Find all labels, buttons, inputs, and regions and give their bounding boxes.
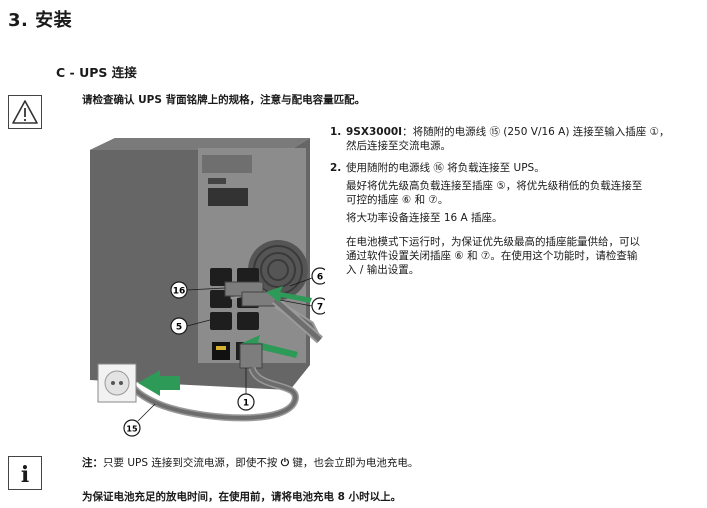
connection-steps: 1. 9SX3000I：将随附的电源线 ⑮ (250 V/16 A) 连接至输入… bbox=[330, 125, 700, 285]
subsection-title: C - UPS 连接 bbox=[56, 65, 137, 80]
svg-text:16: 16 bbox=[173, 287, 186, 297]
svg-text:5: 5 bbox=[176, 323, 182, 333]
info-icon-box: i bbox=[8, 456, 42, 490]
warning-triangle-icon bbox=[12, 100, 38, 124]
power-icon: ⏻ bbox=[280, 457, 290, 469]
callout-7: 7 bbox=[279, 297, 329, 315]
svg-text:6: 6 bbox=[317, 273, 323, 283]
callout-1: 1 bbox=[237, 368, 255, 411]
step-number: 2. bbox=[330, 162, 342, 174]
note-text: 注：只要 UPS 连接到交流电源，即使不按 ⏻ 键，也会立即为电池充电。 bbox=[82, 457, 419, 469]
warning-icon-box bbox=[8, 95, 42, 129]
input-socket bbox=[212, 342, 230, 360]
step-2: 2. 使用随附的电源线 ⑯ 将负载连接至 UPS。 最好将优先级高负载连接至插座… bbox=[330, 162, 643, 276]
callout-15: 15 bbox=[123, 403, 156, 437]
svg-text:1: 1 bbox=[243, 399, 249, 409]
note-label: 注： bbox=[82, 457, 103, 469]
plug-1 bbox=[239, 343, 263, 369]
ups-top-panel bbox=[90, 138, 310, 150]
step-1: 1. 9SX3000I：将随附的电源线 ⑮ (250 V/16 A) 连接至输入… bbox=[330, 126, 670, 152]
wall-socket bbox=[97, 363, 137, 403]
callout-16: 16 bbox=[170, 281, 226, 299]
svg-text:7: 7 bbox=[317, 303, 323, 313]
battery-charge-note: 为保证电池充足的放电时间，在使用前，请将电池充电 8 小时以上。 bbox=[82, 491, 402, 503]
callout-6: 6 bbox=[289, 267, 329, 287]
outlet bbox=[237, 312, 259, 330]
warning-text: 请检查确认 UPS 背面铭牌上的规格，注意与配电容量匹配。 bbox=[82, 94, 366, 106]
section-title: 3. 安装 bbox=[8, 10, 73, 31]
step-number: 1. bbox=[330, 126, 342, 138]
info-icon: i bbox=[21, 462, 29, 488]
svg-text:15: 15 bbox=[126, 425, 138, 434]
arrow bbox=[138, 370, 180, 396]
ups-model: 9SX3000I bbox=[346, 126, 403, 138]
svg-text:i: i bbox=[21, 462, 29, 488]
callout-5: 5 bbox=[170, 317, 211, 335]
outlet bbox=[210, 312, 232, 330]
ups-connection-diagram: 16 5 6 7 1 15 bbox=[80, 120, 329, 440]
arrow bbox=[266, 286, 312, 303]
ups-comm-port bbox=[208, 188, 248, 206]
